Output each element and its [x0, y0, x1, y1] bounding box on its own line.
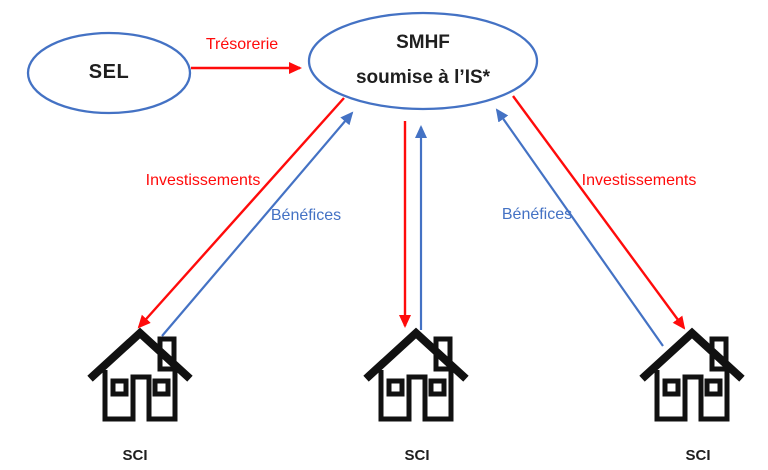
investissements-left-label: Investissements — [145, 172, 261, 190]
house-icon — [369, 333, 463, 419]
tresorerie-label: Trésorerie — [205, 36, 279, 54]
smhf-label-line2: soumise à l’IS* — [355, 67, 491, 88]
house-icon — [645, 333, 739, 419]
house-icon — [93, 333, 187, 419]
investissements-right-label: Investissements — [581, 172, 697, 190]
sci-right-label: SCI — [685, 446, 711, 464]
benefices-left-label: Bénéfices — [270, 207, 342, 225]
investissements-arrow-left — [137, 97, 345, 329]
smhf-node-label: SMHF soumise à l’IS* — [356, 25, 490, 95]
smhf-label-line1: SMHF — [396, 32, 450, 53]
sci-center-label: SCI — [404, 446, 430, 464]
benefices-arrow-right — [495, 108, 664, 347]
smhf-ellipse — [307, 11, 539, 111]
investissements-arrow-right — [512, 95, 686, 330]
sel-ellipse — [26, 31, 192, 115]
benefices-arrow-left — [161, 111, 354, 337]
benefices-right-label: Bénéfices — [501, 206, 573, 224]
sel-node-label: SEL — [88, 61, 130, 83]
sci-left-label: SCI — [122, 446, 148, 464]
